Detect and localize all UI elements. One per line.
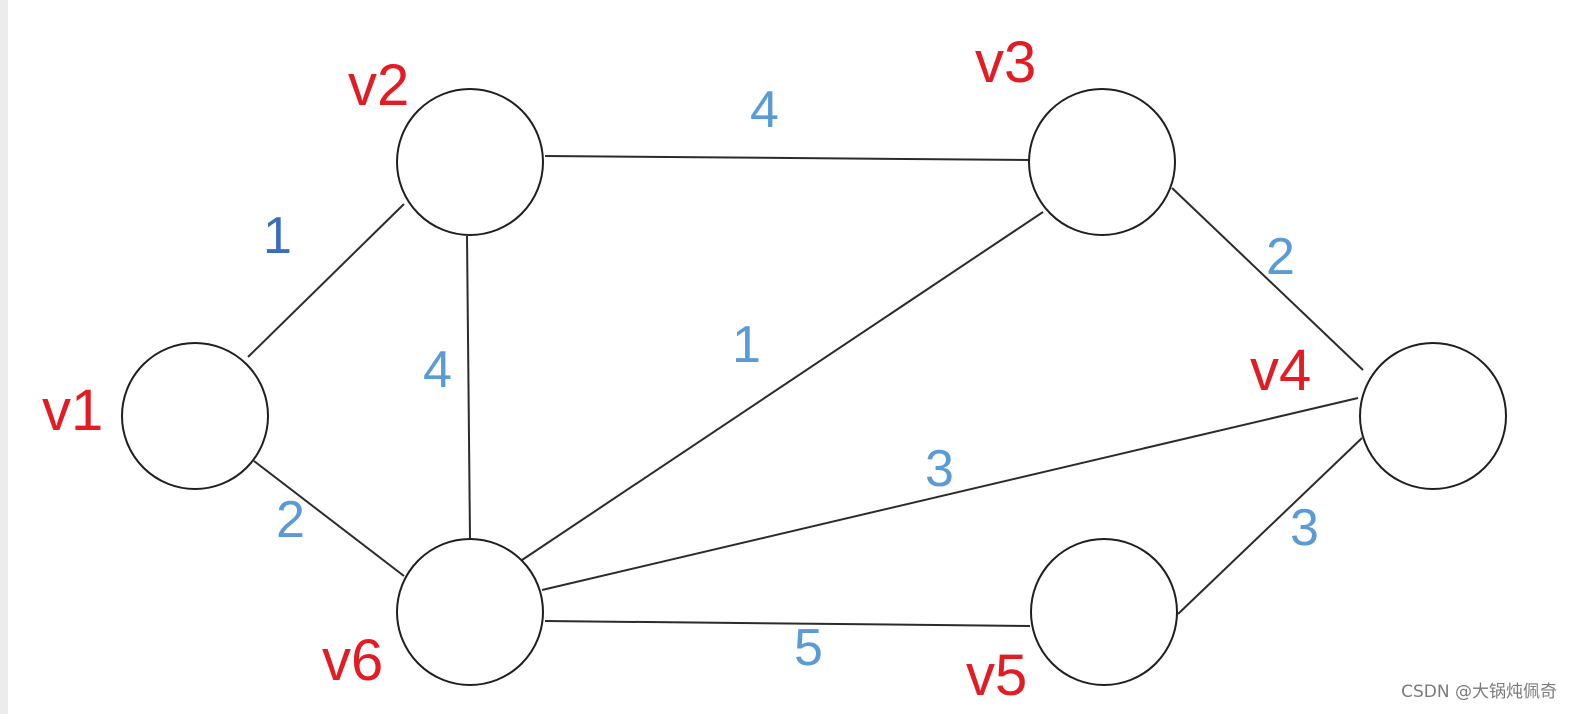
edge-v2-v3 (544, 155, 1031, 161)
node-label-v5: v5 (966, 643, 1027, 708)
node-label-v2: v2 (348, 53, 409, 118)
edge-v6-v5 (544, 620, 1031, 627)
node-label-v4: v4 (1250, 338, 1311, 403)
weight-v2-v3: 4 (750, 81, 779, 139)
node-label-v1: v1 (42, 378, 103, 443)
watermark: CSDN @大锅炖佩奇 (1401, 682, 1557, 702)
edge-weights: 1 2 4 4 1 2 3 5 3 (263, 81, 1319, 677)
edge-v1-v2 (247, 203, 405, 358)
weight-v2-v6: 4 (423, 341, 452, 399)
edge-v6-v4 (541, 397, 1359, 591)
weight-v3-v4: 2 (1266, 228, 1295, 286)
weight-v6-v4: 3 (925, 440, 954, 498)
left-border-strip (0, 0, 8, 714)
node-v3 (1028, 88, 1176, 236)
edge-v1-v6 (253, 460, 405, 577)
node-label-v3: v3 (975, 30, 1036, 95)
weight-v6-v5: 5 (794, 619, 823, 677)
node-v6 (396, 538, 544, 686)
edges (247, 155, 1364, 627)
weight-v1-v6: 2 (276, 491, 305, 549)
edge-v3-v4 (1171, 187, 1364, 371)
edge-v3-v6 (521, 211, 1044, 561)
node-v1 (121, 342, 269, 490)
edge-v2-v6 (466, 235, 471, 540)
edge-v5-v4 (1177, 437, 1363, 615)
node-labels: v1 v2 v3 v4 v5 v6 (42, 30, 1311, 708)
weight-v5-v4: 3 (1290, 499, 1319, 557)
node-v5 (1030, 538, 1178, 686)
weight-v1-v2: 1 (263, 207, 292, 265)
node-label-v6: v6 (322, 628, 383, 693)
node-v4 (1359, 342, 1507, 490)
node-v2 (396, 88, 544, 236)
weight-v3-v6: 1 (732, 316, 761, 374)
nodes (121, 88, 1507, 686)
